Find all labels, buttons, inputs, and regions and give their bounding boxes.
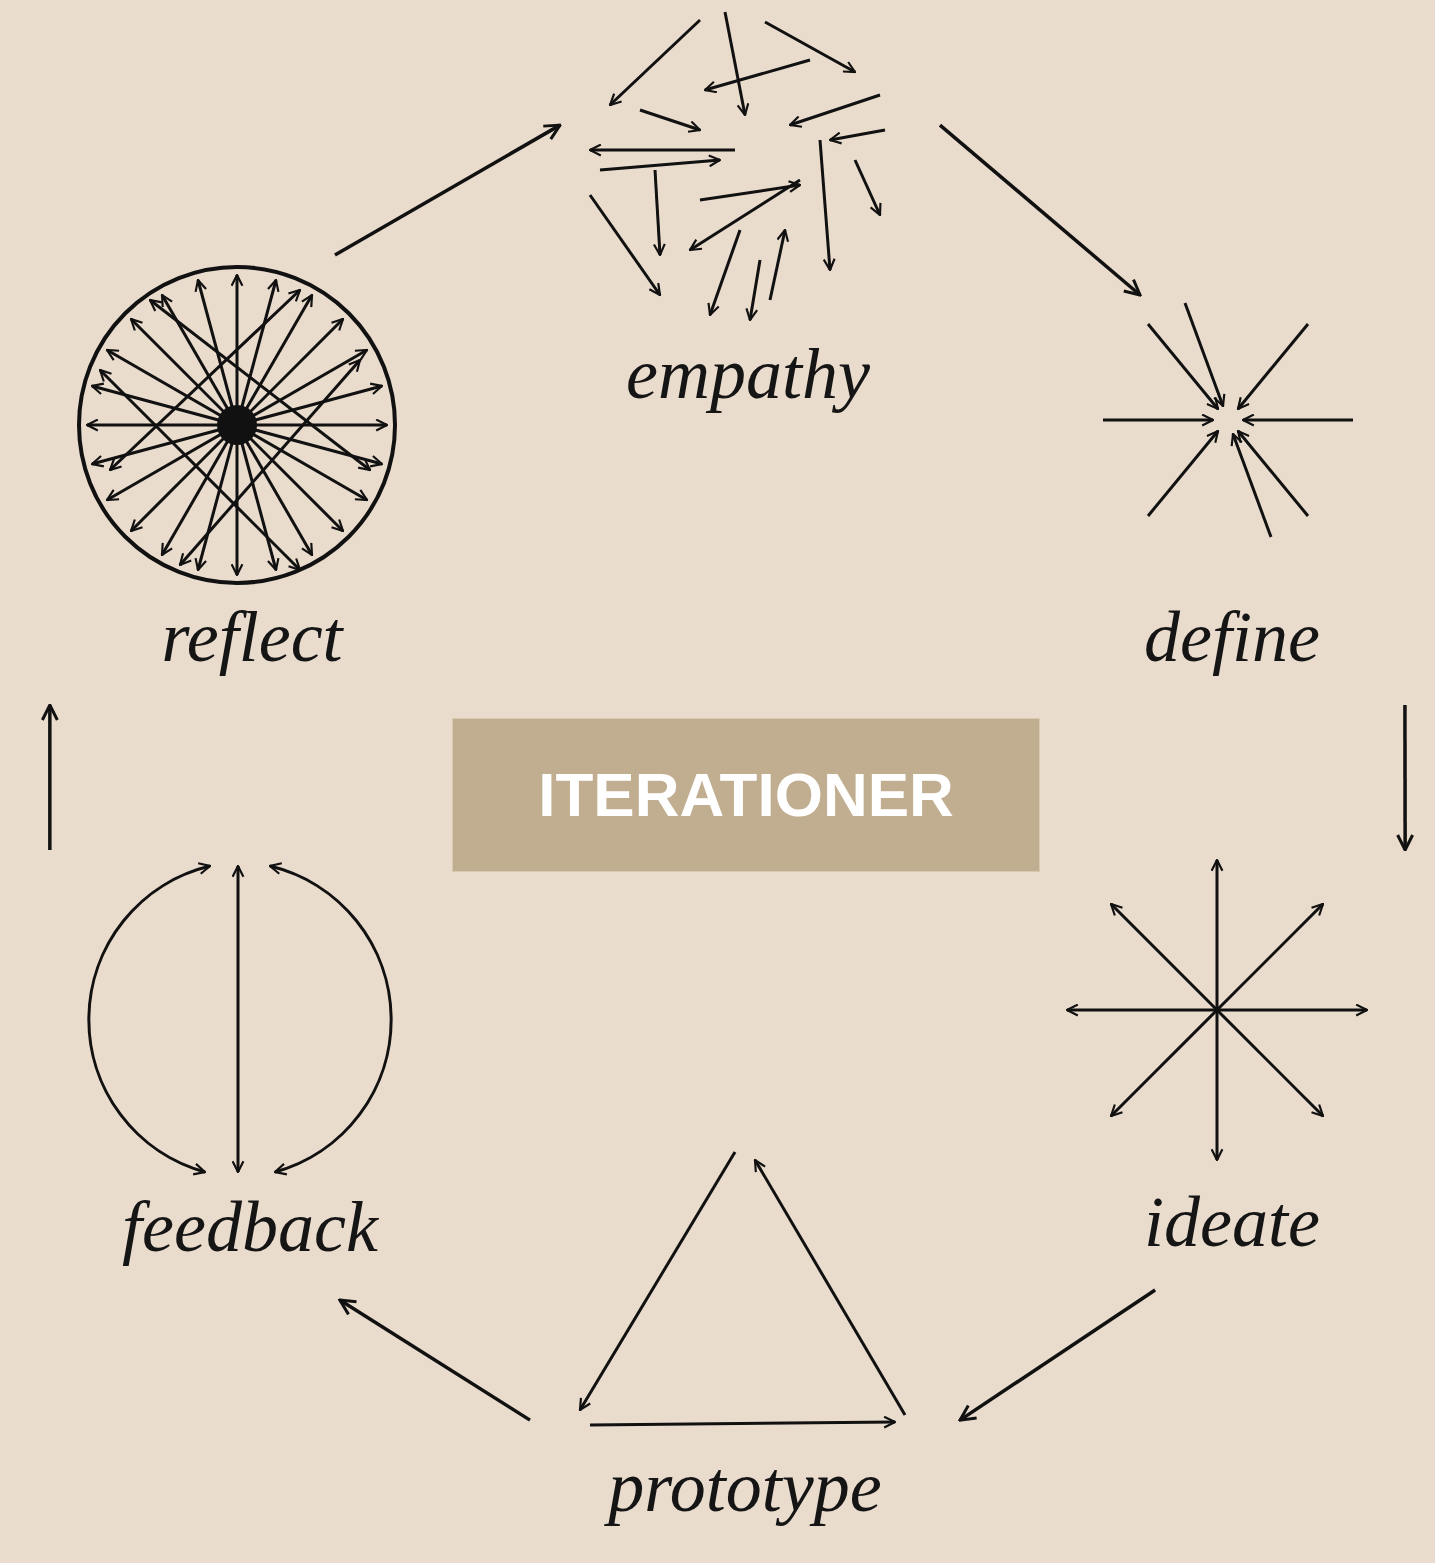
prototype-icon [580, 1152, 905, 1425]
stage-node: define [1090, 295, 1415, 705]
stage-node: feedback [30, 850, 435, 1300]
cycle-arrow [1403, 705, 1407, 850]
stage-label: feedback [122, 1188, 378, 1267]
reflect-icon [79, 267, 395, 583]
cycle-arrow [960, 1290, 1155, 1420]
cycle-arrow [335, 125, 560, 255]
stage-label: prototype [608, 1448, 881, 1527]
cycle-arrow [48, 705, 52, 850]
stage-node: prototype [530, 1140, 960, 1560]
feedback-icon [89, 866, 391, 1172]
cycle-arrow [940, 125, 1140, 295]
stage-node: reflect [30, 255, 435, 705]
stage-label: ideate [1144, 1183, 1320, 1262]
center-label: ITERATIONER [538, 761, 954, 829]
stage-node: empathy [560, 5, 940, 460]
stage-label: define [1144, 598, 1320, 677]
ideate-icon [1067, 860, 1367, 1160]
center-box: ITERATIONER [452, 718, 1040, 872]
empathy-icon [590, 12, 885, 320]
define-icon [1103, 303, 1353, 537]
cycle-arrow [340, 1300, 530, 1420]
stage-node: ideate [1050, 850, 1415, 1290]
stage-label: reflect [161, 598, 342, 677]
stage-label: empathy [626, 335, 870, 414]
